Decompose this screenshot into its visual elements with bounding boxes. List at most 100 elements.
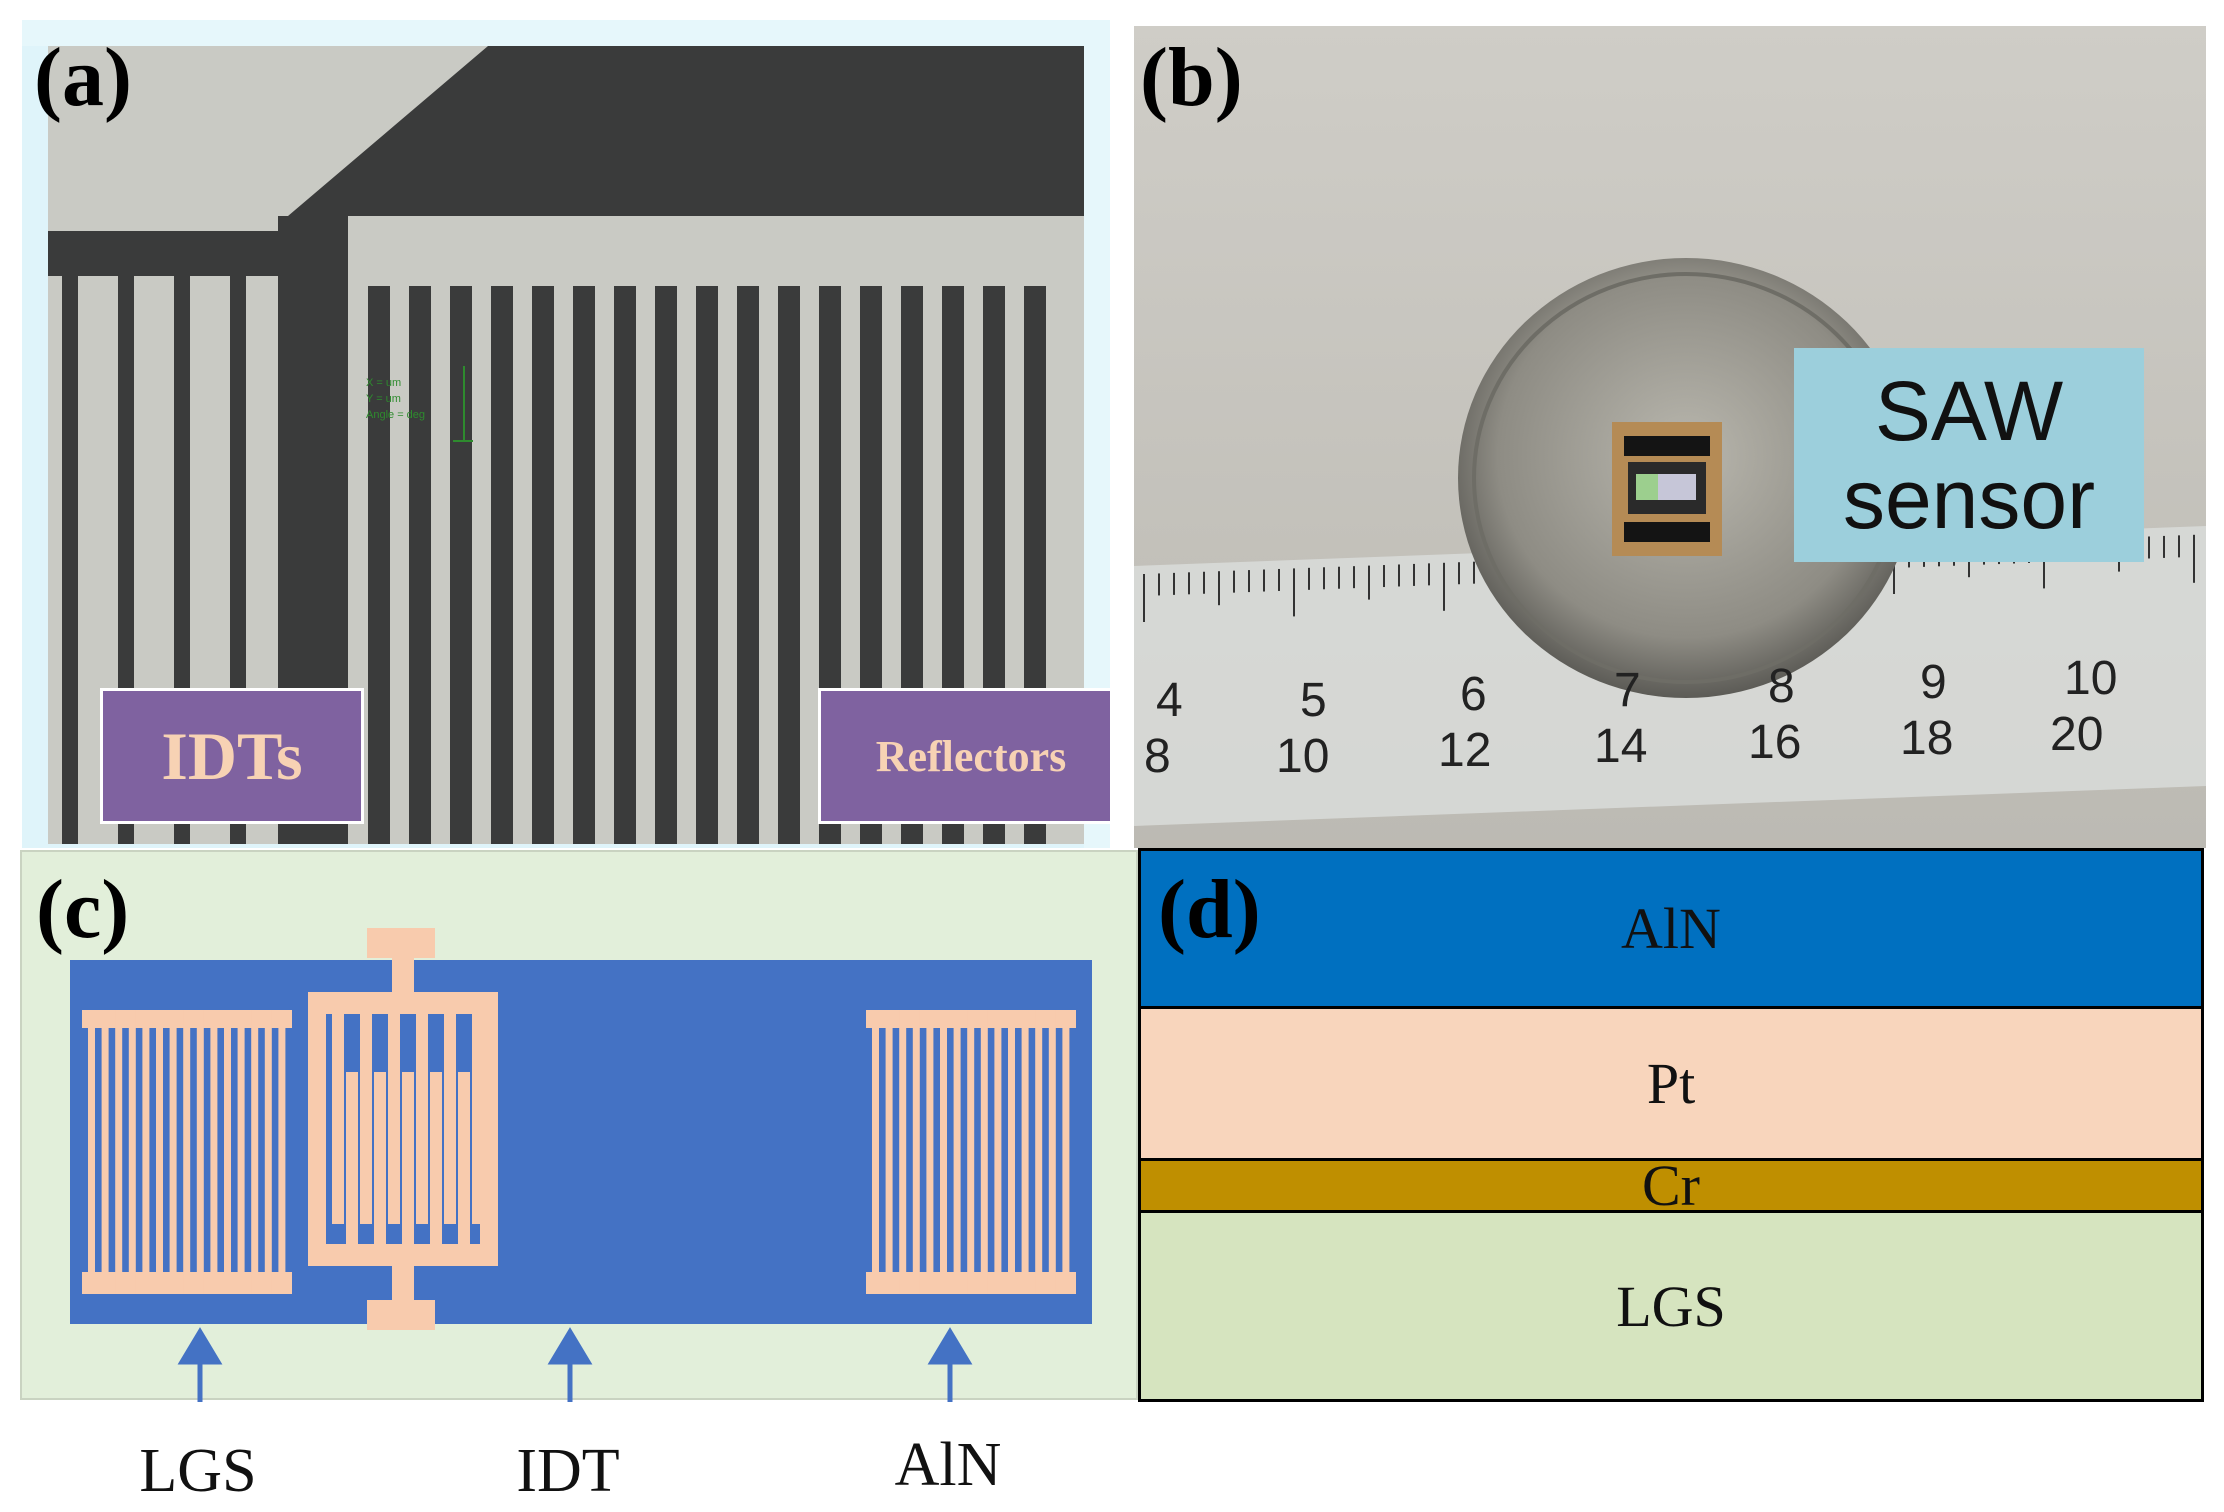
reflector-finger [778, 286, 800, 844]
arrow-label-lgs: LGS [139, 1437, 257, 1505]
reflector-strip [142, 1010, 150, 1294]
right-reflector [866, 1010, 1076, 1294]
idt-finger-top [360, 1014, 372, 1224]
measure-scale-tick [453, 366, 473, 442]
reflector-finger [409, 286, 431, 844]
reflector-finger [655, 286, 677, 844]
idt-left-side [308, 1012, 326, 1248]
reflector-finger [532, 286, 554, 844]
center-idt [308, 928, 498, 1330]
reflector-finger [614, 286, 636, 844]
reflector-strip [953, 1010, 961, 1294]
arrows [177, 1327, 973, 1412]
ruler-cm-label: 4 [1156, 674, 1183, 727]
measure-line-3: Angle = deg [366, 409, 425, 421]
ruler-cm-label: 10 [2064, 652, 2117, 705]
panel-d-layer-stack: AlN Pt Cr LGS [1138, 848, 2204, 1402]
measure-line-2: Y = um [366, 393, 401, 405]
panel-c-label: (c) [36, 863, 130, 956]
measurement-overlay: X = um Y = um Angle = deg [366, 377, 425, 421]
ruler-half-label: 10 [1276, 730, 1329, 783]
layer-cr: Cr [1141, 1153, 2201, 1218]
reflector-strip [967, 1010, 975, 1294]
measure-line-1: X = um [366, 377, 401, 389]
idt-finger-bottom [374, 1072, 386, 1256]
idt-finger-bottom [458, 1072, 470, 1256]
left-reflector [82, 1010, 292, 1294]
ruler-cm-label: 7 [1614, 664, 1641, 717]
reflector-strip [885, 1010, 893, 1294]
idt-top-pad [367, 928, 435, 958]
ruler-half-label: 14 [1594, 720, 1647, 773]
idt-finger-top [444, 1014, 456, 1224]
layer-pt: Pt [1141, 1009, 2201, 1161]
reflector-strip [196, 1010, 204, 1294]
panel-a-label: (a) [34, 31, 132, 124]
schematic-svg [70, 928, 1092, 1412]
idt-finger-bottom [346, 1072, 358, 1256]
saw-chip [1612, 422, 1722, 556]
reflectors-label-box: Reflectors [818, 688, 1110, 824]
reflector-strip [1021, 1010, 1029, 1294]
ruler-cm-label: 6 [1460, 668, 1487, 721]
panel-d-label: (d) [1158, 863, 1261, 956]
layer-lgs-label: LGS [1616, 1273, 1726, 1339]
idt-finger-top [388, 1014, 400, 1224]
saw-sensor-label-box: SAW sensor [1794, 348, 2144, 562]
reflector-strip [912, 1010, 920, 1294]
reflector-strip [224, 1010, 231, 1294]
ruler-labels: 4 5 6 7 8 9 10 8 10 12 14 16 18 20 [1144, 652, 2117, 783]
reflector-strip [899, 1010, 907, 1294]
layer-aln: AlN [1141, 851, 2201, 1009]
reflector-finger [737, 286, 759, 844]
idt-finger-bottom [430, 1072, 442, 1256]
arrow-label-idt: IDT [516, 1437, 620, 1505]
idts-label-box: IDTs [100, 688, 364, 824]
saw-label-line2: sensor [1842, 452, 2096, 546]
reflector-strip [940, 1010, 947, 1294]
reflector-strip [156, 1010, 163, 1294]
reflector-strip [1062, 1010, 1070, 1294]
reflector-finger [491, 286, 513, 844]
idt-finger-bottom [486, 1072, 498, 1256]
panel-b-photo: 4 5 6 7 8 9 10 8 10 12 14 16 18 20 SAW s… [1134, 26, 2206, 848]
idt-finger-top [472, 1014, 484, 1224]
idt-bottom-bus [308, 1244, 498, 1266]
ruler-cm-label: 8 [1768, 660, 1795, 713]
panel-a-micrograph: X = um Y = um Angle = deg IDTs Reflector… [22, 20, 1110, 848]
idts-label: IDTs [161, 717, 303, 794]
ruler-half-label: 16 [1748, 716, 1801, 769]
ruler-cm-label: 9 [1920, 656, 1947, 709]
reflector-strip [237, 1010, 245, 1294]
idt-finger-top [332, 1014, 344, 1224]
reflector-strip [264, 1010, 272, 1294]
micrograph-image: X = um Y = um Angle = deg [48, 46, 1084, 844]
saw-label-line1: SAW [1874, 363, 2064, 458]
idt-finger-top [416, 1014, 428, 1224]
reflector-strip [926, 1010, 934, 1294]
layer-aln-label: AlN [1621, 896, 1721, 961]
reflector-strip [278, 1010, 286, 1294]
ruler-cm-label: 5 [1300, 674, 1327, 727]
reflector-strip [980, 1010, 988, 1294]
layer-pt-label: Pt [1646, 1051, 1696, 1116]
reflector-finger [450, 286, 472, 844]
idt-bottom-pad [367, 1300, 435, 1330]
idt-bottom-stem [392, 1266, 414, 1300]
micrograph-scale-top [22, 20, 1110, 46]
reflector-finger [368, 286, 390, 844]
reflector-strip [128, 1010, 136, 1294]
reflector-strip [183, 1010, 191, 1294]
idt-top-stem [392, 958, 414, 992]
reflector-strip [1048, 1010, 1056, 1294]
layer-lgs: LGS [1141, 1213, 2201, 1399]
reflector-strip [251, 1010, 259, 1294]
reflectors-label: Reflectors [875, 731, 1067, 781]
idt-top-bus [308, 992, 498, 1014]
reflector-strip [994, 1010, 1002, 1294]
reflector-strip [210, 1010, 218, 1294]
idt-finger-bottom [402, 1072, 414, 1256]
panel-b-label: (b) [1140, 31, 1243, 124]
layer-cr-label: Cr [1642, 1153, 1700, 1218]
reflector-finger [573, 286, 595, 844]
